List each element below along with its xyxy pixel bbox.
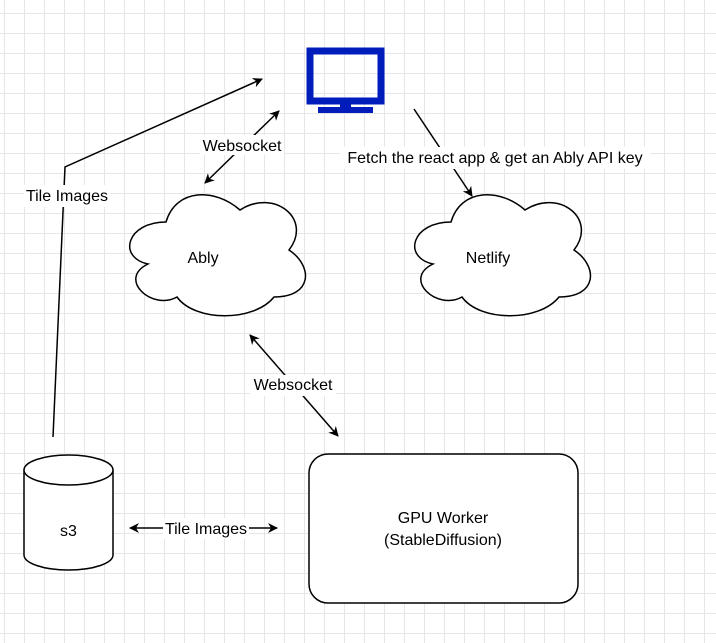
edge-s3-gpu: Tile Images bbox=[129, 518, 278, 539]
gpu-worker-box: GPU Worker (StableDiffusion) bbox=[308, 453, 579, 604]
netlify-label: Netlify bbox=[466, 250, 510, 267]
edge-client-ably: Websocket bbox=[200, 110, 284, 184]
gpu-worker-title: GPU Worker bbox=[398, 510, 489, 527]
edge-label-fetch-app: Fetch the react app & get an Ably API ke… bbox=[347, 150, 642, 167]
edge-label-tile-images-top: Tile Images bbox=[26, 188, 108, 205]
edge-label-websocket-top: Websocket bbox=[203, 138, 282, 155]
ably-cloud: Ably bbox=[129, 194, 307, 317]
edge-label-websocket-bottom: Websocket bbox=[254, 377, 333, 394]
monitor-icon bbox=[306, 47, 385, 113]
ably-label: Ably bbox=[187, 250, 218, 267]
edge-client-netlify: Fetch the react app & get an Ably API ke… bbox=[340, 108, 650, 197]
edge-s3-to-client: Tile Images bbox=[24, 78, 263, 438]
edge-ably-gpu: Websocket bbox=[249, 334, 339, 437]
gpu-worker-subtitle: (StableDiffusion) bbox=[384, 532, 502, 549]
edge-label-tile-images-bottom: Tile Images bbox=[165, 521, 247, 538]
s3-database-icon: s3 bbox=[23, 454, 114, 571]
s3-label: s3 bbox=[60, 523, 77, 540]
netlify-cloud: Netlify bbox=[414, 194, 592, 317]
